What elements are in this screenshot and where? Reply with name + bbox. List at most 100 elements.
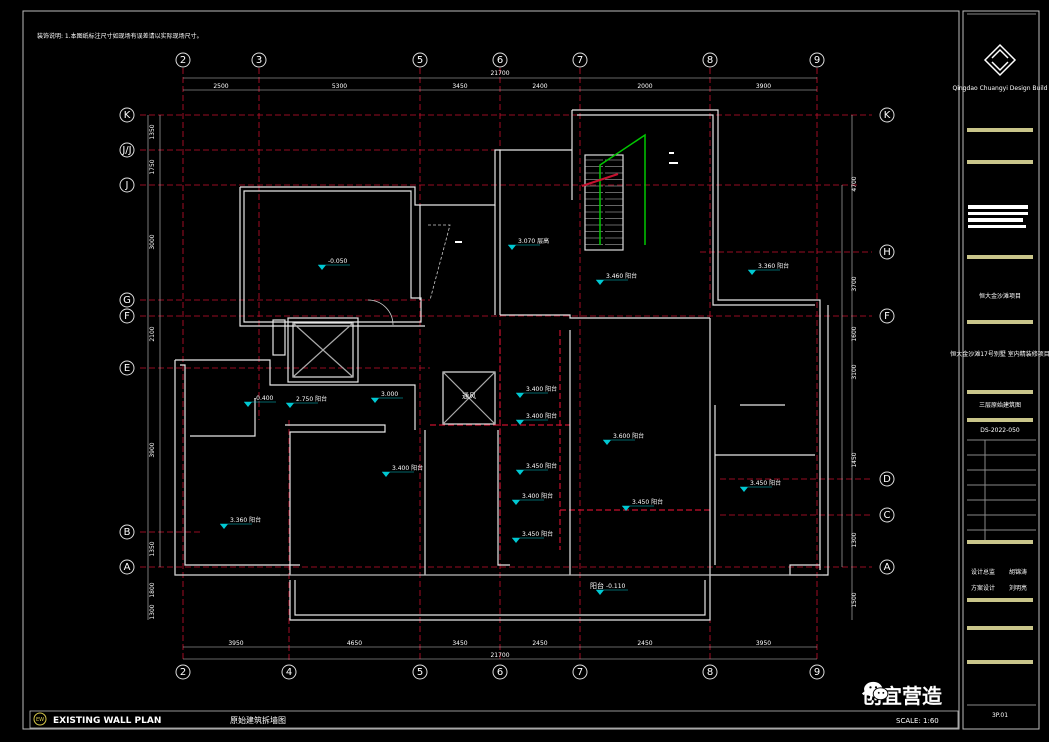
- dim-left-seg: 1750: [149, 159, 156, 174]
- drawing-title-en: EXISTING WALL PLAN: [53, 716, 161, 726]
- dim-right-seg: 1450: [851, 452, 858, 467]
- company-name: Qingdao Chuangyi Design Build: [953, 85, 1048, 92]
- general-note: 装饰说明: 1.本图纸标注尺寸如现场有误差请以实际现场尺寸。: [37, 32, 203, 40]
- level-marker: 3.360 阳台: [748, 262, 789, 275]
- grid-bubble-bottom-6-label: 6: [497, 667, 503, 678]
- grid-bubble-bottom-8: 8: [702, 664, 718, 680]
- title-bar: [29, 710, 959, 729]
- grid-bubble-top-9-label: 9: [814, 55, 820, 66]
- grid-bubble-right-1: H: [879, 244, 895, 260]
- stair-treads: [585, 159, 623, 245]
- level-marker: -0.400: [244, 395, 276, 407]
- level-text: 3.600 阳台: [613, 432, 644, 440]
- dim-bottom-seg: 2450: [532, 640, 547, 647]
- dim-left-seg: 1350: [149, 541, 156, 556]
- tb-bar: [967, 626, 1033, 630]
- grid-bubble-right-0-label: K: [884, 110, 891, 121]
- stair-cut-line: [581, 173, 619, 187]
- tb-bar: [967, 540, 1033, 544]
- level-text: -0.050: [328, 258, 348, 265]
- dim-top-seg: 5300: [332, 83, 347, 90]
- grid-bubble-bottom-2-label: 2: [180, 667, 186, 678]
- level-text: 3.360 阳台: [230, 516, 261, 524]
- level-text: 3.400 阳台: [522, 492, 553, 500]
- grid-bubble-right-2: F: [879, 308, 895, 324]
- grid-bubble-left-7: A: [119, 559, 135, 575]
- grid-bubble-top-8: 8: [702, 52, 718, 68]
- sheet-border: [22, 10, 960, 730]
- dim-left-seg: 3000: [149, 234, 156, 249]
- level-marker: 3.400 阳台: [382, 464, 423, 477]
- grid-bubble-top-7-label: 7: [577, 55, 583, 66]
- level-marker: 3.000: [371, 391, 403, 403]
- dim-left-seg: 1800: [149, 582, 156, 597]
- drawing-title-cn: 原始建筑拆墙图: [230, 715, 286, 725]
- tb-bar: [967, 390, 1033, 394]
- tb-bar: [967, 598, 1033, 602]
- dim-right-seg: 4700: [851, 176, 858, 191]
- grid-bubble-left-4-label: F: [124, 311, 130, 322]
- level-text: 3.400 阳台: [392, 464, 423, 472]
- grid-bubble-top-9: 9: [809, 52, 825, 68]
- grid-bubble-bottom-9-label: 9: [814, 667, 820, 678]
- grid-bubble-left-1-label: J/J: [121, 145, 131, 156]
- grid-bubble-left-7-label: A: [124, 562, 131, 573]
- dim-top-seg: 3900: [756, 83, 771, 90]
- grid-bubble-left-1: J/J: [119, 142, 135, 158]
- door-swing: [428, 224, 451, 301]
- tb-bar: [967, 128, 1033, 132]
- grid-bubble-left-0: K: [119, 107, 135, 123]
- tb-drawing-code: DS-2022-050: [980, 427, 1020, 434]
- level-text: 3.070 层高: [518, 237, 549, 245]
- tb-stamp: [968, 205, 1028, 209]
- grid-bubble-top-6-label: 6: [497, 55, 503, 66]
- tb-bar: [967, 418, 1033, 422]
- level-marker: 3.070 层高: [508, 237, 549, 250]
- tb-bar: [967, 255, 1033, 259]
- shaft-label: 通风: [462, 391, 476, 400]
- grid-bubble-top-5: 5: [412, 52, 428, 68]
- grid-bubble-left-6-label: B: [124, 527, 131, 538]
- level-marker: 3.600 阳台: [603, 432, 644, 445]
- axis-lines: [140, 68, 872, 660]
- tb-project-name: 恒大金沙滩项目: [979, 292, 1021, 300]
- walls: [174, 109, 829, 621]
- grid-bubble-top-6: 6: [492, 52, 508, 68]
- grid-bubble-left-5: E: [119, 360, 135, 376]
- grid-bubble-right-5-label: A: [884, 562, 891, 573]
- title-block: Qingdao Chuangyi Design Build 恒大金沙滩项目 恒大…: [950, 13, 1049, 719]
- dim-top-seg: 3450: [452, 83, 467, 90]
- dim-bottom-seg: 3450: [452, 640, 467, 647]
- level-text: -0.110: [606, 583, 626, 590]
- grid-bubbles-right: K H F D C A: [879, 107, 895, 575]
- grid-bubble-top-3: 3: [251, 52, 267, 68]
- grid-bubble-right-1-label: H: [883, 247, 891, 258]
- title-block-border: [962, 10, 1040, 730]
- level-text: 3.450 阳台: [632, 498, 663, 506]
- level-marker: 3.450 阳台: [512, 530, 553, 543]
- grid-bubble-bottom-7: 7: [572, 664, 588, 680]
- level-marker: 3.400 阳台: [512, 492, 553, 505]
- level-text: 3.450 阳台: [750, 479, 781, 487]
- company-logo: [983, 43, 1017, 77]
- tb-bar: [967, 660, 1033, 664]
- grid-bubble-right-4-label: C: [884, 510, 891, 521]
- title-badge-text: EW: [36, 717, 44, 723]
- grid-bubble-top-5-label: 5: [417, 55, 423, 66]
- dim-top-seg: 2400: [532, 83, 547, 90]
- tb-sig1: 胡锦涛: [1009, 568, 1027, 576]
- watermark: 创宜营造: [862, 680, 942, 709]
- tag-mark: [669, 152, 674, 154]
- level-marker: 3.400 阳台: [516, 385, 557, 398]
- grid-bubble-right-3-label: D: [883, 474, 891, 485]
- dim-bottom-seg: 2450: [637, 640, 652, 647]
- grid-bubble-bottom-5: 5: [412, 664, 428, 680]
- level-marker: 3.400 阳台: [516, 412, 557, 425]
- tb-sheet-no: 3P.01: [992, 712, 1008, 719]
- tb-stamp: [968, 218, 1023, 222]
- grid-bubble-top-8-label: 8: [707, 55, 713, 66]
- grid-bubble-bottom-4-label: 4: [286, 667, 292, 678]
